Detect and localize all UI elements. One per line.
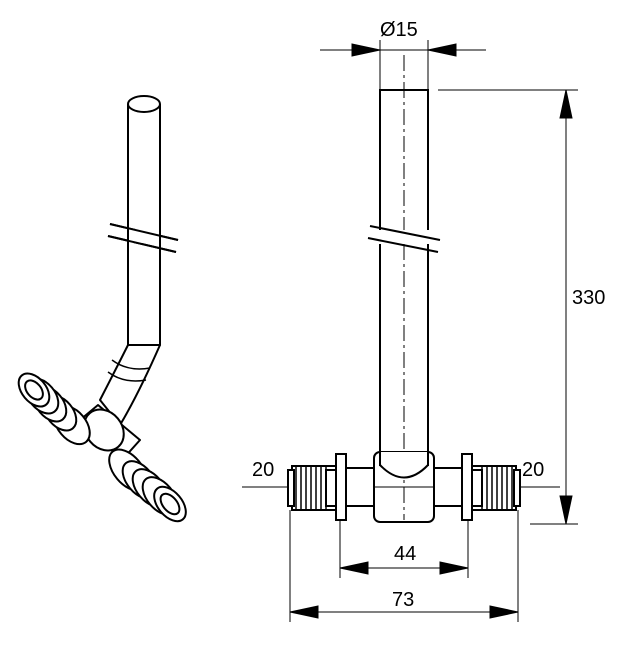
dim-height: 330 (572, 287, 605, 309)
front-view (242, 55, 560, 523)
dim-overall-width: 73 (392, 589, 414, 611)
left-connector (287, 465, 337, 511)
right-connector (471, 465, 521, 511)
front-break-mark (367, 225, 441, 253)
isometric-view (17, 95, 187, 523)
iso-pipe (127, 104, 161, 346)
dim-left-connector: 20 (252, 459, 274, 481)
right-flange (461, 453, 473, 521)
dim-pipe-diameter: Ø15 (380, 19, 418, 41)
dim-inner-width: 44 (394, 543, 416, 565)
dim-right-connector: 20 (522, 459, 544, 481)
iso-right-connector (108, 448, 187, 523)
dimension-lines (289, 40, 578, 622)
left-flange (335, 453, 347, 521)
iso-left-connector (17, 372, 91, 446)
iso-pipe-top (127, 95, 161, 113)
